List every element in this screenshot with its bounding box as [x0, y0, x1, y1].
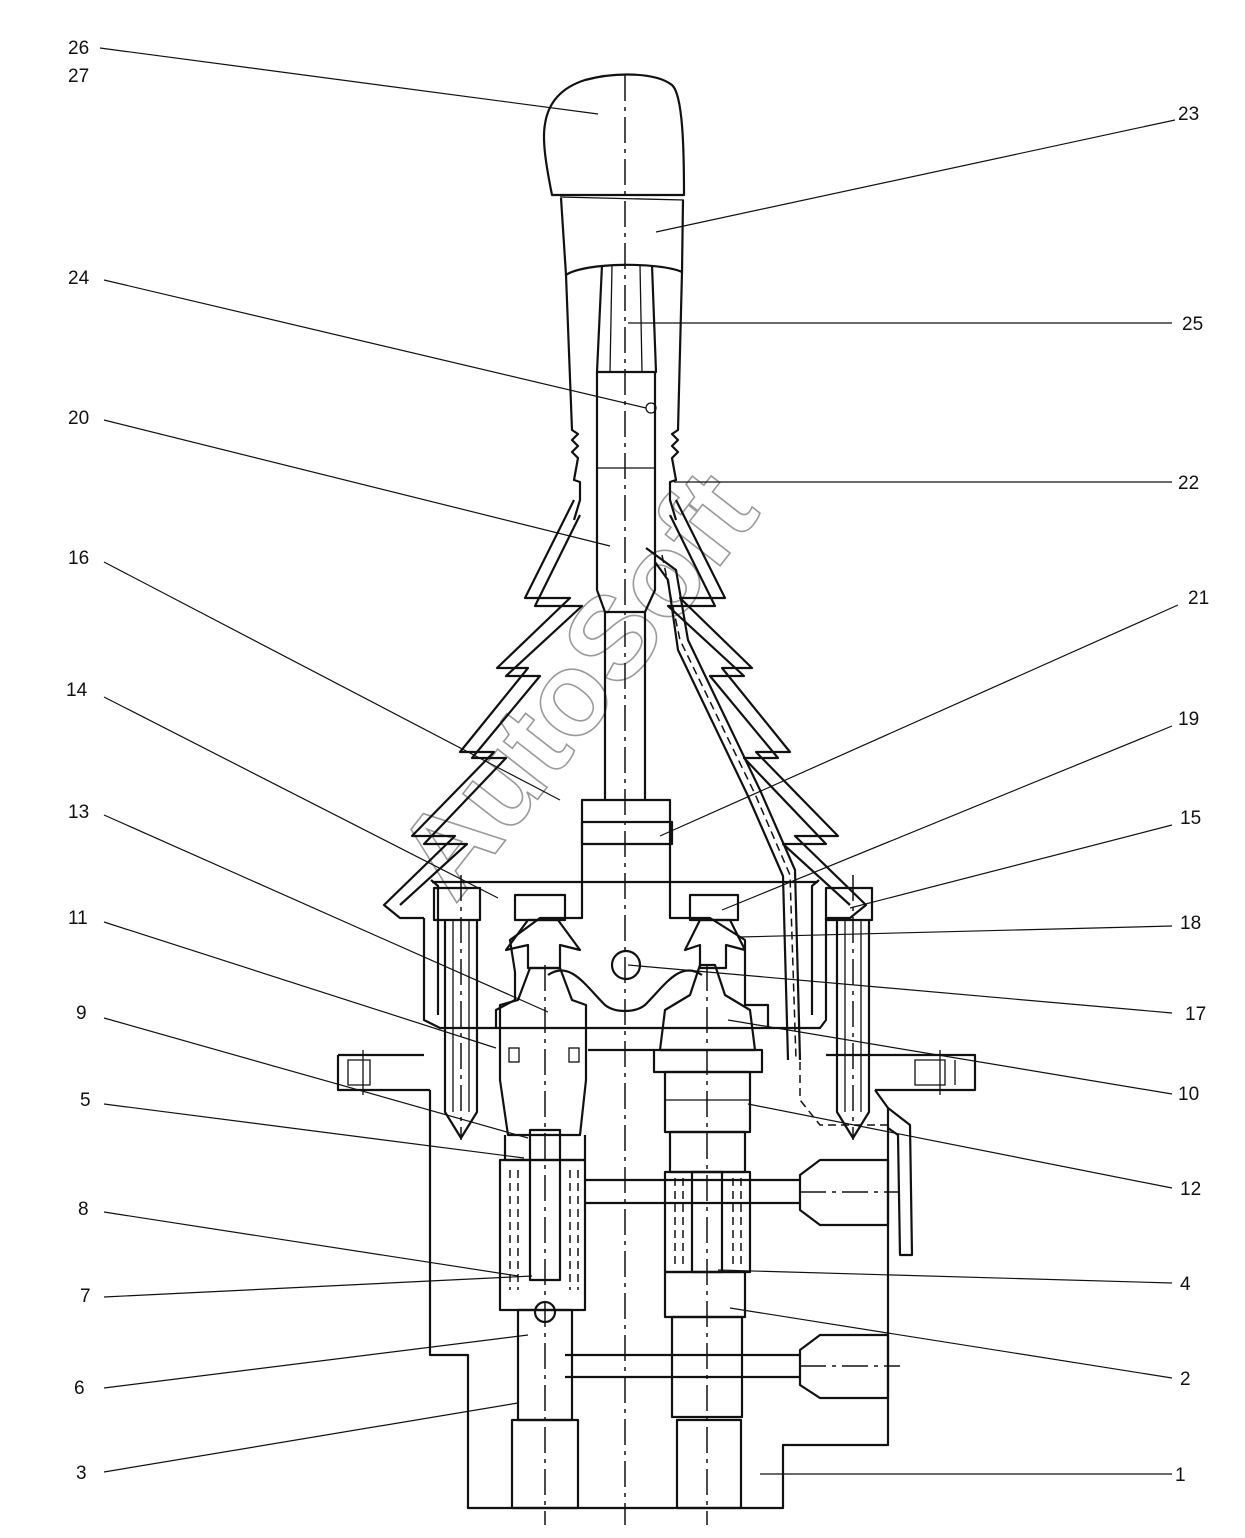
valve-housing-body: [428, 1089, 890, 1510]
cover-outer-rim: [430, 879, 820, 1015]
callout-18: 18: [1180, 913, 1201, 934]
leader-21: [659, 604, 1179, 837]
cable-hidden-run: [799, 1062, 888, 1126]
leader-26: [99, 47, 599, 115]
leader-18: [739, 925, 1173, 938]
callout-16: 16: [68, 548, 89, 569]
left-seal-l: [508, 1047, 520, 1063]
leader-14: [103, 696, 499, 899]
callout-labels: 26 27 23 24 25 20 22 16 21 14 19 13 15 1…: [66, 38, 1209, 1486]
wire-channel-outer: [645, 547, 802, 1061]
housing-flange: [336, 1053, 977, 1092]
callout-13: 13: [68, 802, 89, 823]
flange-right-lug: [914, 1050, 956, 1095]
leader-16: [103, 561, 561, 801]
leader-12: [747, 1103, 1173, 1189]
left-spring-chamber: [498, 1158, 587, 1312]
right-tappet-head: [683, 918, 747, 970]
leader-6: [103, 1334, 529, 1389]
leader-5: [103, 1103, 525, 1159]
callout-20: 20: [68, 408, 89, 429]
grip-sleeve: [559, 197, 685, 277]
left-spool: [528, 1128, 562, 1282]
leader-23: [655, 119, 1176, 233]
leader-lines: [99, 47, 1179, 1475]
leader-7: [103, 1275, 533, 1298]
leader-15: [849, 824, 1173, 909]
left-plunger-guide: [498, 966, 588, 1137]
callout-19: 19: [1178, 709, 1199, 730]
leader-17: [627, 964, 1173, 1014]
left-spring-coils-r: [569, 1170, 579, 1290]
grip-outer-left: [564, 274, 582, 521]
leader-3: [103, 1402, 519, 1473]
right-port-plug: [675, 1418, 743, 1510]
pivot-block: [580, 820, 674, 846]
callout-7: 7: [80, 1286, 91, 1307]
callout-3: 3: [76, 1463, 87, 1484]
callout-14: 14: [66, 680, 88, 701]
shaft-inner-l: [609, 264, 613, 373]
leader-10: [727, 1019, 1173, 1095]
callout-1: 1: [1175, 1465, 1186, 1486]
watermark: AutoSoft: [371, 447, 782, 921]
left-tappet-head: [504, 918, 582, 970]
right-adjust-nut: [688, 893, 740, 922]
left-adjust-nut: [513, 893, 567, 922]
right-guide-body: [652, 1048, 764, 1074]
callout-21: 21: [1188, 588, 1209, 609]
callout-9: 9: [76, 1003, 87, 1024]
flange-left-lug: [347, 1050, 371, 1095]
wire-channel-inner: [654, 561, 790, 1061]
right-spring-coils: [674, 1178, 742, 1268]
knob-band-line: [559, 196, 685, 201]
left-seal-r: [568, 1047, 580, 1063]
callout-10: 10: [1178, 1084, 1199, 1105]
callout-22: 22: [1178, 473, 1199, 494]
handle-knob: [542, 73, 686, 197]
leader-9: [103, 1017, 529, 1139]
pivot-cam: [547, 969, 703, 1013]
callout-12: 12: [1180, 1179, 1201, 1200]
callout-5: 5: [80, 1090, 91, 1111]
leader-8: [103, 1211, 519, 1277]
left-spring-coils-l: [509, 1170, 519, 1290]
bellows-boot-left-inner: [399, 514, 584, 906]
callout-15: 15: [1180, 808, 1201, 829]
right-cap-screw-head: [824, 886, 874, 922]
right-lower-nut: [670, 1315, 744, 1419]
right-cartridge-lower: [663, 1270, 747, 1319]
callout-6: 6: [74, 1378, 85, 1399]
callout-27: 27: [68, 66, 89, 87]
leader-11: [103, 921, 497, 1049]
leader-19: [721, 725, 1173, 911]
lever-shaft-top: [595, 264, 658, 374]
leader-13: [103, 814, 549, 1013]
callout-8: 8: [78, 1199, 89, 1220]
leader-24: [103, 279, 647, 409]
leader-2: [729, 1307, 1173, 1379]
lever-shaft-body: [595, 372, 657, 614]
cable-outer: [887, 1107, 914, 1257]
leader-4: [717, 1269, 1173, 1284]
shaft-inner-r: [639, 264, 643, 373]
callout-4: 4: [1180, 1274, 1191, 1295]
leader-20: [103, 419, 611, 547]
callout-23: 23: [1178, 104, 1199, 125]
callout-17: 17: [1185, 1004, 1206, 1025]
grip-outer-right: [668, 271, 684, 521]
callout-26: 26: [68, 38, 89, 59]
wire-hidden-1: [661, 554, 797, 1061]
upper-housing-cover: [422, 798, 828, 1030]
bellows-boot-right-inner: [666, 514, 851, 906]
lever-stem: [603, 612, 647, 800]
callout-11: 11: [68, 908, 88, 929]
callout-24: 24: [68, 268, 90, 289]
callout-25: 25: [1182, 314, 1203, 335]
pivot-pin: [610, 949, 642, 981]
left-check-ball: [533, 1300, 557, 1324]
callout-2: 2: [1180, 1369, 1191, 1390]
left-cap-screw-head: [432, 886, 482, 922]
